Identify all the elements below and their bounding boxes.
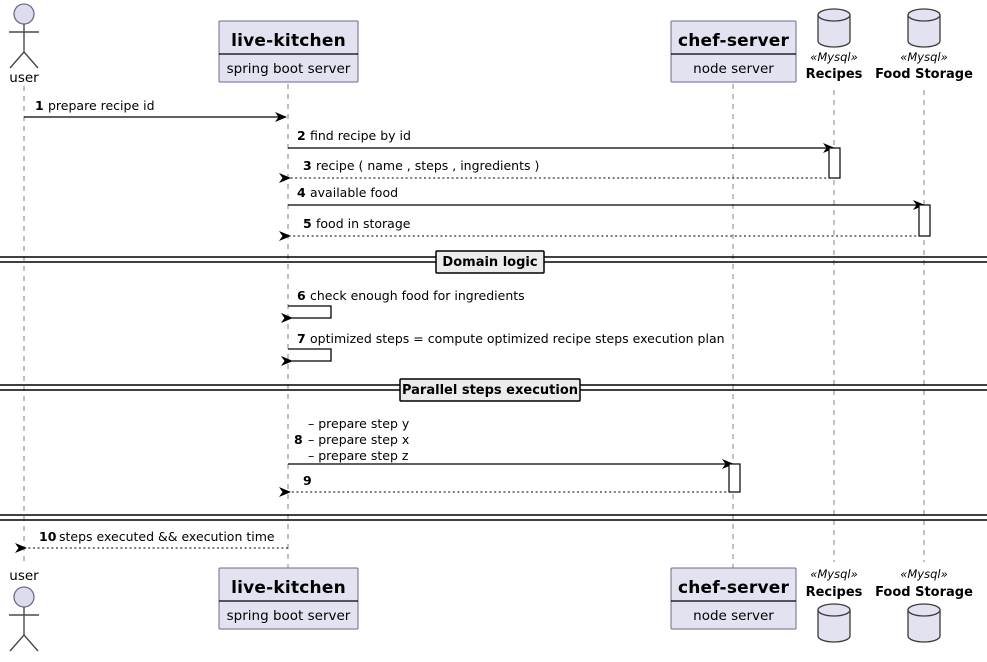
database-cylinder-icon <box>907 603 941 643</box>
message-8-number: 8 <box>294 432 303 447</box>
section-divider-parallel-steps: Parallel steps execution <box>0 378 987 402</box>
message-3-label: recipe ( name , steps , ingredients ) <box>316 158 539 173</box>
message-1-number: 1 <box>35 98 44 113</box>
participant-box-chef-server-bottom <box>670 567 797 630</box>
section-label-box-parallel-steps <box>399 378 581 402</box>
participant-box-live-kitchen-top <box>218 20 359 83</box>
message-2-number: 2 <box>297 128 306 143</box>
participant-box-live-kitchen-bottom <box>218 567 359 630</box>
participant-user-bottom[interactable]: user <box>9 568 39 652</box>
message-7[interactable]: 7 optimized steps = compute optimized re… <box>281 331 725 366</box>
message-2[interactable]: 2 find recipe by id <box>288 128 835 153</box>
db-stereotype-recipes-bottom: «Mysql» <box>810 567 857 581</box>
message-8-label-line-1: – prepare step y <box>308 416 410 431</box>
database-cylinder-icon <box>817 603 851 643</box>
participant-recipes-bottom[interactable]: «Mysql» Recipes <box>806 567 863 643</box>
database-cylinder-icon <box>907 8 941 48</box>
message-10[interactable]: 10 steps executed && execution time <box>14 529 288 553</box>
participant-subtitle-chef-server-top: node server <box>693 61 774 77</box>
section-divider-close <box>0 514 987 521</box>
message-5-label: food in storage <box>316 216 411 231</box>
participant-title-live-kitchen-bottom: live-kitchen <box>231 578 346 598</box>
participant-live-kitchen-bottom[interactable]: live-kitchen spring boot server <box>218 567 359 630</box>
section-label-box-domain-logic <box>435 250 545 274</box>
db-stereotype-recipes-top: «Mysql» <box>810 50 857 64</box>
participant-recipes-top[interactable]: «Mysql» Recipes <box>806 8 863 82</box>
actor-head-icon <box>13 586 35 608</box>
message-5-number: 5 <box>303 216 312 231</box>
participant-food-storage-top[interactable]: «Mysql» Food Storage <box>875 8 973 82</box>
db-label-food-storage-bottom: Food Storage <box>875 585 973 600</box>
activation-bar-recipes <box>828 147 841 179</box>
db-label-food-storage-top: Food Storage <box>875 67 973 82</box>
section-divider-domain-logic: Domain logic <box>0 250 987 274</box>
activation-bar-food-storage <box>918 204 931 237</box>
message-7-self-arrow <box>281 348 332 366</box>
message-5[interactable]: 5 food in storage <box>279 216 930 241</box>
message-3-number: 3 <box>303 158 312 173</box>
message-4-label: available food <box>310 185 398 200</box>
participant-food-storage-bottom[interactable]: «Mysql» Food Storage <box>875 567 973 643</box>
lifelines-group <box>23 84 925 568</box>
activation-bar-chef-server <box>728 463 741 493</box>
message-3[interactable]: 3 recipe ( name , steps , ingredients ) <box>279 158 840 183</box>
message-1-label: prepare recipe id <box>48 98 155 113</box>
participant-chef-server-top[interactable]: chef-server node server <box>670 20 797 83</box>
message-7-number: 7 <box>297 331 306 346</box>
db-stereotype-food-storage-top: «Mysql» <box>900 50 947 64</box>
message-6-self-arrow <box>281 305 332 323</box>
message-9-number: 9 <box>303 473 312 488</box>
message-10-number: 10 <box>39 529 57 544</box>
message-10-label: steps executed && execution time <box>59 529 275 544</box>
participant-user-top[interactable]: user <box>9 3 39 86</box>
message-6-number: 6 <box>297 288 306 303</box>
actor-head-icon <box>13 3 35 25</box>
message-1[interactable]: 1 prepare recipe id <box>24 98 287 122</box>
actor-leg-left-icon <box>9 51 25 69</box>
participant-title-chef-server-top: chef-server <box>678 31 790 51</box>
message-6-label: check enough food for ingredients <box>310 288 525 303</box>
participant-live-kitchen-top[interactable]: live-kitchen spring boot server <box>218 20 359 83</box>
participant-title-live-kitchen-top: live-kitchen <box>231 31 346 51</box>
actor-label-user-bottom: user <box>9 568 39 584</box>
message-8-label-line-2: – prepare step x <box>308 432 409 447</box>
participant-subtitle-live-kitchen-top: spring boot server <box>227 61 351 77</box>
db-label-recipes-bottom: Recipes <box>806 585 863 600</box>
database-cylinder-icon <box>817 8 851 48</box>
db-label-recipes-top: Recipes <box>806 67 863 82</box>
message-8[interactable]: 8 – prepare step y – prepare step x – pr… <box>288 416 734 469</box>
message-8-label-line-3: – prepare step z <box>308 448 409 463</box>
message-4-number: 4 <box>297 185 306 200</box>
actor-leg-left-icon <box>9 634 25 652</box>
participant-box-chef-server-top <box>670 20 797 83</box>
db-stereotype-food-storage-bottom: «Mysql» <box>900 567 947 581</box>
message-9[interactable]: 9 <box>279 473 740 497</box>
message-6[interactable]: 6 check enough food for ingredients <box>281 288 525 323</box>
section-label-parallel-steps: Parallel steps execution <box>402 383 578 398</box>
participant-title-chef-server-bottom: chef-server <box>678 578 790 598</box>
message-4[interactable]: 4 available food <box>288 185 925 210</box>
actor-label-user-top: user <box>9 70 39 86</box>
participant-chef-server-bottom[interactable]: chef-server node server <box>670 567 797 630</box>
participant-subtitle-live-kitchen-bottom: spring boot server <box>227 608 351 624</box>
message-2-label: find recipe by id <box>310 128 411 143</box>
actor-leg-right-icon <box>23 51 39 69</box>
section-label-domain-logic: Domain logic <box>442 255 537 270</box>
message-7-label: optimized steps = compute optimized reci… <box>310 331 725 346</box>
actor-leg-right-icon <box>23 634 39 652</box>
participant-subtitle-chef-server-bottom: node server <box>693 608 774 624</box>
